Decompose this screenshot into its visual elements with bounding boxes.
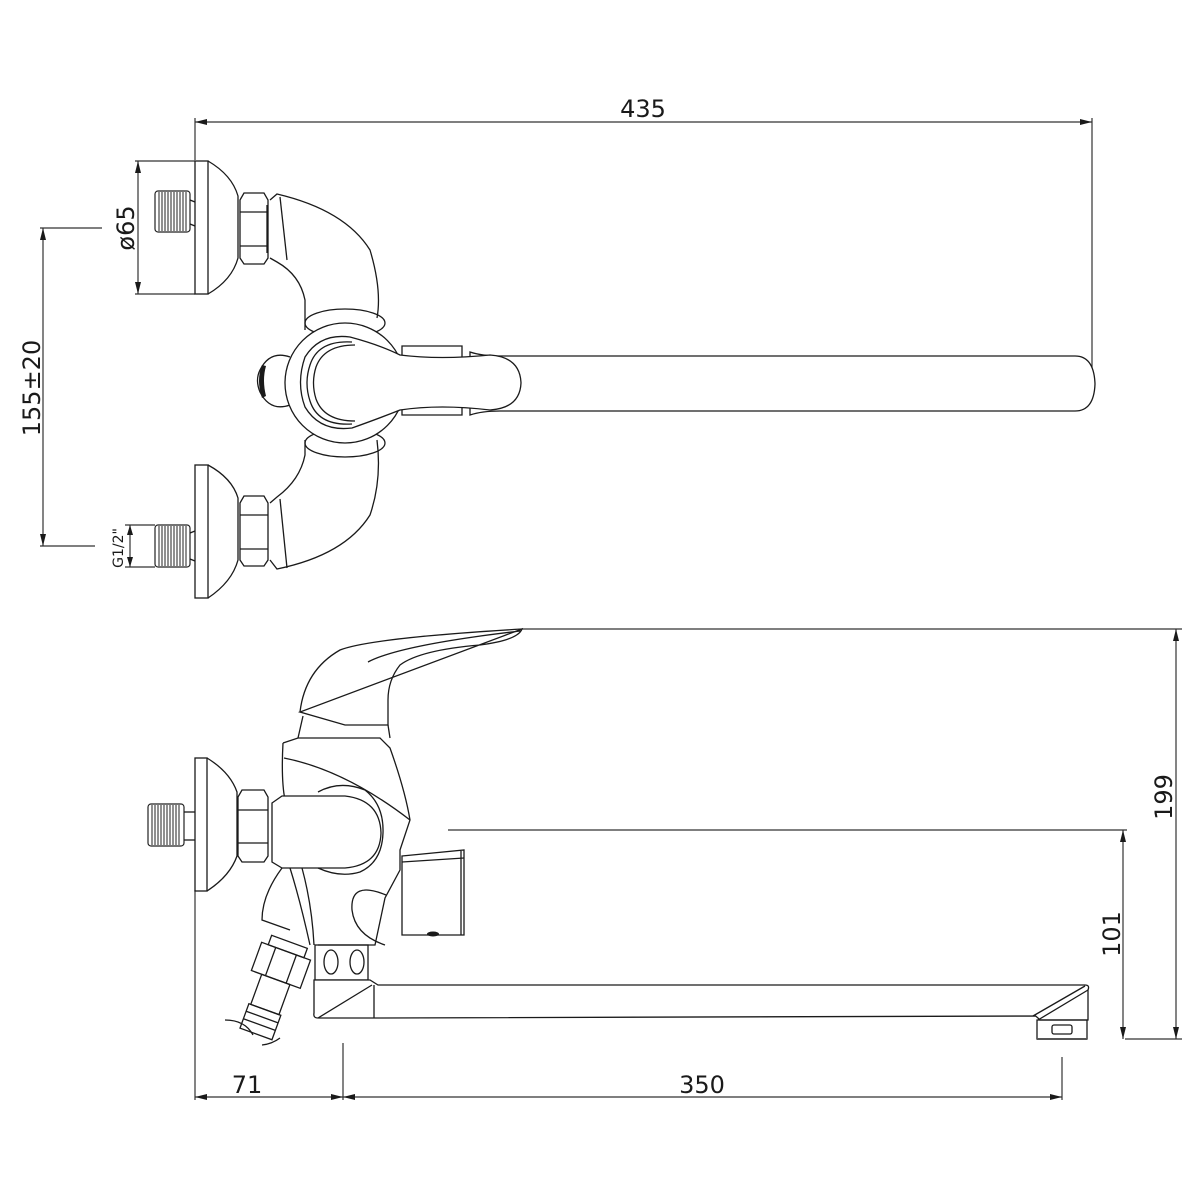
label-overall-length: 435 [620, 95, 666, 123]
label-spout-reach: 350 [679, 1071, 725, 1099]
dimension-flange-diameter: ø65 [112, 160, 195, 295]
thread-icon [158, 526, 187, 566]
side-wall-connector [147, 757, 269, 892]
upper-wall-connector [154, 160, 380, 330]
thread-icon [151, 805, 180, 845]
label-flange-diameter: ø65 [112, 205, 140, 250]
thread-icon [158, 192, 187, 231]
dimension-overall-length: 435 [194, 95, 1093, 380]
mixer-body-side [224, 627, 1090, 1046]
dimension-center-distance: 155±20 [18, 227, 102, 547]
dimension-spout-height: 101 [448, 829, 1127, 1039]
label-spout-height: 101 [1098, 911, 1126, 957]
label-center-distance: 155±20 [18, 340, 46, 436]
hose-connector [239, 934, 312, 1041]
mixer-body-top [256, 308, 1096, 458]
lower-wall-connector [154, 439, 380, 599]
label-overall-height: 199 [1150, 774, 1178, 820]
dimension-inlet-thread: G1/2" [111, 524, 155, 568]
dimension-horizontal: 71 350 [194, 890, 1063, 1100]
top-view: 435 ø65 155±20 G1/2" [18, 95, 1096, 599]
side-view: 199 101 71 350 [147, 627, 1182, 1100]
label-wall-to-body: 71 [232, 1071, 263, 1099]
dimension-overall-height: 199 [522, 628, 1182, 1040]
label-inlet-thread: G1/2" [111, 528, 127, 568]
